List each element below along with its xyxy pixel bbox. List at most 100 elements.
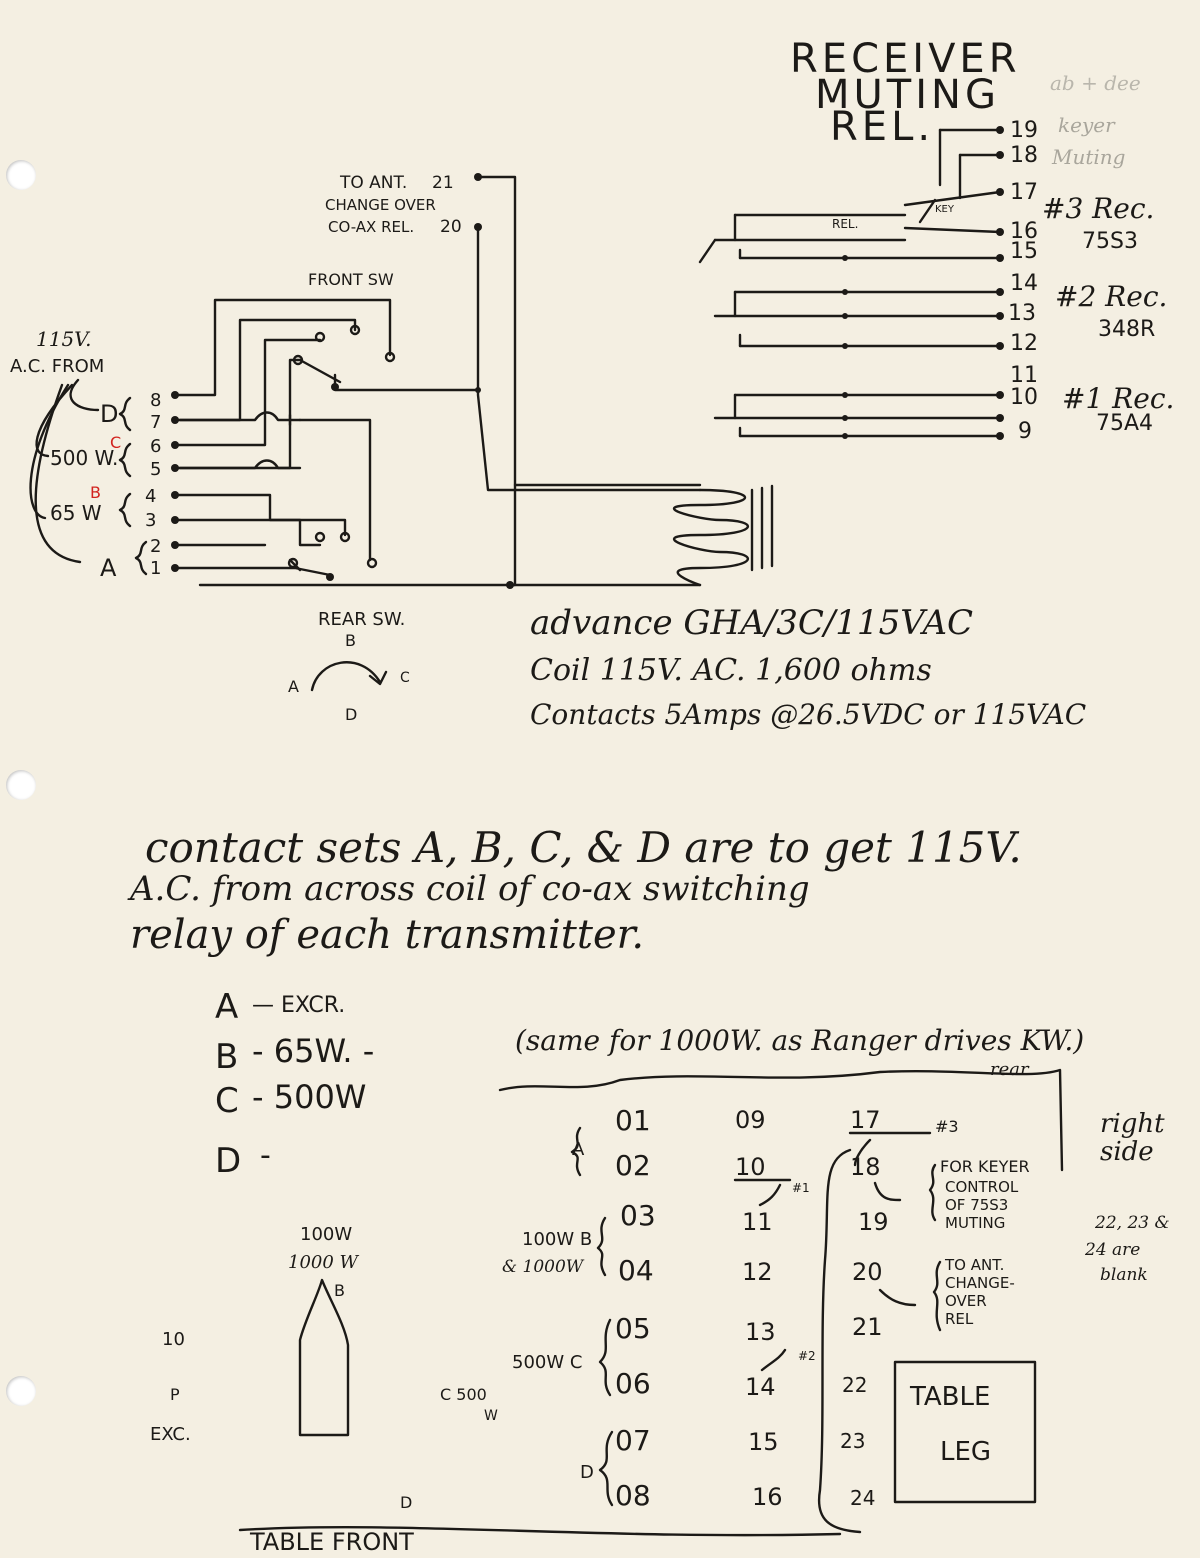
rotation-b: B bbox=[345, 631, 356, 650]
terminal-9: 9 bbox=[1018, 419, 1032, 444]
terminal-board-outline bbox=[238, 1068, 1064, 1537]
tb-01: 01 bbox=[615, 1104, 651, 1137]
table-leg-line-1: TABLE bbox=[909, 1382, 990, 1412]
b-note: (same for 1000W. as Ranger drives KW.) bbox=[515, 1024, 1084, 1057]
mark-3: #3 bbox=[935, 1117, 959, 1136]
terminal-10: 10 bbox=[1010, 385, 1038, 410]
lb-line-2: 1000 W bbox=[288, 1252, 360, 1273]
group-500-top: 6 bbox=[150, 436, 161, 457]
pencil-note-top: ab + dee bbox=[1050, 71, 1141, 95]
lb-small-a: 10 bbox=[162, 1329, 185, 1350]
ant-note-4: REL bbox=[945, 1310, 974, 1328]
tb-24: 24 bbox=[850, 1486, 875, 1510]
tb-22: 22 bbox=[842, 1373, 867, 1397]
group-d-label: D bbox=[100, 400, 118, 428]
key-label: KEY bbox=[935, 204, 955, 215]
group-label-d: D bbox=[580, 1462, 594, 1483]
terminal-13: 13 bbox=[1008, 301, 1036, 326]
rec3-name: #3 Rec. bbox=[1042, 192, 1154, 225]
group-65-top: 4 bbox=[145, 486, 156, 507]
blank-line-3: blank bbox=[1100, 1265, 1148, 1285]
spec-line-1: advance GHA/3C/115VAC bbox=[530, 603, 973, 643]
tb-18: 18 bbox=[850, 1153, 881, 1181]
front-switch-label: FRONT SW bbox=[308, 270, 394, 289]
punch-hole-middle bbox=[6, 770, 36, 800]
tb-19: 19 bbox=[858, 1208, 889, 1236]
title-line-muting: MUTING bbox=[815, 72, 1000, 118]
group-a-label: A bbox=[100, 554, 117, 582]
right-side-1: right bbox=[1100, 1109, 1165, 1139]
tb-12: 12 bbox=[742, 1258, 773, 1286]
tb-04: 04 bbox=[618, 1254, 654, 1287]
right-side-note: right side bbox=[1100, 1109, 1165, 1167]
key-b-letter: B bbox=[215, 1037, 238, 1077]
tb-21: 21 bbox=[852, 1313, 883, 1341]
terminal-group-labels: A 100W B & 1000W 500W C D bbox=[502, 1139, 594, 1483]
note-line-1: contact sets A, B, C, & D are to get 115… bbox=[145, 823, 1022, 872]
keyer-line-4: MUTING bbox=[945, 1214, 1005, 1232]
group-label-b: 100W B bbox=[522, 1229, 592, 1250]
punch-hole-bottom bbox=[6, 1376, 36, 1406]
muting-terminal-numbers: 19 18 17 16 15 14 13 12 11 10 9 bbox=[1008, 118, 1038, 444]
lb-line-1: 100W bbox=[300, 1224, 352, 1245]
rear-switch-label: REAR SW. bbox=[318, 609, 405, 630]
muting-terminal-dots bbox=[842, 126, 1004, 440]
terminal-column-1: 01 02 03 04 05 06 07 08 bbox=[615, 1104, 656, 1512]
terminal-14: 14 bbox=[1010, 271, 1038, 296]
ac-line-2: A.C. FROM bbox=[10, 356, 104, 377]
red-mark-c: C bbox=[110, 433, 121, 452]
tb-20: 20 bbox=[852, 1258, 883, 1286]
blank-line-2: 24 are bbox=[1084, 1240, 1140, 1260]
rec2-name: #2 Rec. bbox=[1055, 280, 1167, 313]
group-d-bottom: 7 bbox=[150, 412, 161, 433]
right-side-2: side bbox=[1100, 1137, 1154, 1167]
ant-terminal-20: 20 bbox=[440, 217, 462, 237]
lb-c500: C 500 bbox=[440, 1385, 487, 1404]
rec1-model: 75A4 bbox=[1096, 411, 1153, 436]
group-65-bottom: 3 bbox=[145, 510, 156, 531]
rec3-model: 75S3 bbox=[1082, 229, 1138, 254]
spec-line-3: Contacts 5Amps @26.5VDC or 115VAC bbox=[530, 698, 1086, 731]
ac-input-arrows bbox=[29, 378, 148, 576]
tb-09: 09 bbox=[735, 1106, 766, 1134]
switch-wiring bbox=[173, 175, 774, 587]
transmitter-key-list: A — EXCR. B - 65W. - C - 500W D - bbox=[215, 987, 374, 1181]
lb-b: B bbox=[334, 1281, 345, 1300]
punch-hole-top bbox=[6, 160, 36, 190]
lb-small-b: P bbox=[170, 1385, 180, 1404]
rotation-indicator: B A C D bbox=[288, 631, 410, 724]
group-label-a: A bbox=[572, 1139, 585, 1160]
group-500-bottom: 5 bbox=[150, 459, 161, 480]
group-a-top: 2 bbox=[150, 536, 161, 557]
lb-c500-w: W bbox=[484, 1408, 498, 1424]
blank-terminals-note: 22, 23 & 24 are blank bbox=[1084, 1213, 1170, 1285]
rec1-name: #1 Rec. bbox=[1062, 382, 1174, 415]
key-c-letter: C bbox=[215, 1081, 239, 1121]
tb-23: 23 bbox=[840, 1429, 865, 1453]
rotation-a: A bbox=[288, 677, 299, 696]
tb-07: 07 bbox=[615, 1424, 651, 1457]
tb-11: 11 bbox=[742, 1208, 773, 1236]
tb-06: 06 bbox=[615, 1367, 651, 1400]
terminal-17: 17 bbox=[1010, 180, 1038, 205]
ant-line-1: TO ANT. bbox=[339, 173, 407, 193]
pencil-muting: Muting bbox=[1051, 145, 1125, 169]
key-b-text: - 65W. - bbox=[252, 1032, 374, 1070]
group-label-b2: & 1000W bbox=[502, 1257, 585, 1277]
keyer-control-note: FOR KEYER CONTROL OF 75S3 MUTING bbox=[940, 1157, 1030, 1232]
relay-spec: advance GHA/3C/115VAC Coil 115V. AC. 1,6… bbox=[530, 603, 1086, 731]
group-500-label: 500 W. bbox=[50, 446, 118, 470]
ant-terminal-21: 21 bbox=[432, 173, 454, 193]
terminal-15: 15 bbox=[1010, 239, 1038, 264]
tb-13: 13 bbox=[745, 1318, 776, 1346]
tb-17: 17 bbox=[850, 1106, 881, 1134]
left-bottom-notes: 100W 1000 W B 10 P EXC. C 500 W bbox=[150, 1224, 498, 1445]
mark-1: #1 bbox=[792, 1181, 810, 1195]
ant-changeover-note: TO ANT. CHANGE- OVER REL bbox=[944, 1256, 1015, 1328]
table-front-label: TABLE FRONT bbox=[249, 1528, 414, 1554]
antenna-relay-label: TO ANT. 21 CHANGE OVER CO-AX REL. 20 bbox=[325, 173, 462, 237]
receiver-labels: #3 Rec. 75S3 #2 Rec. 348R #1 Rec. 75A4 bbox=[1042, 192, 1174, 436]
key-c-text: - 500W bbox=[252, 1078, 366, 1116]
